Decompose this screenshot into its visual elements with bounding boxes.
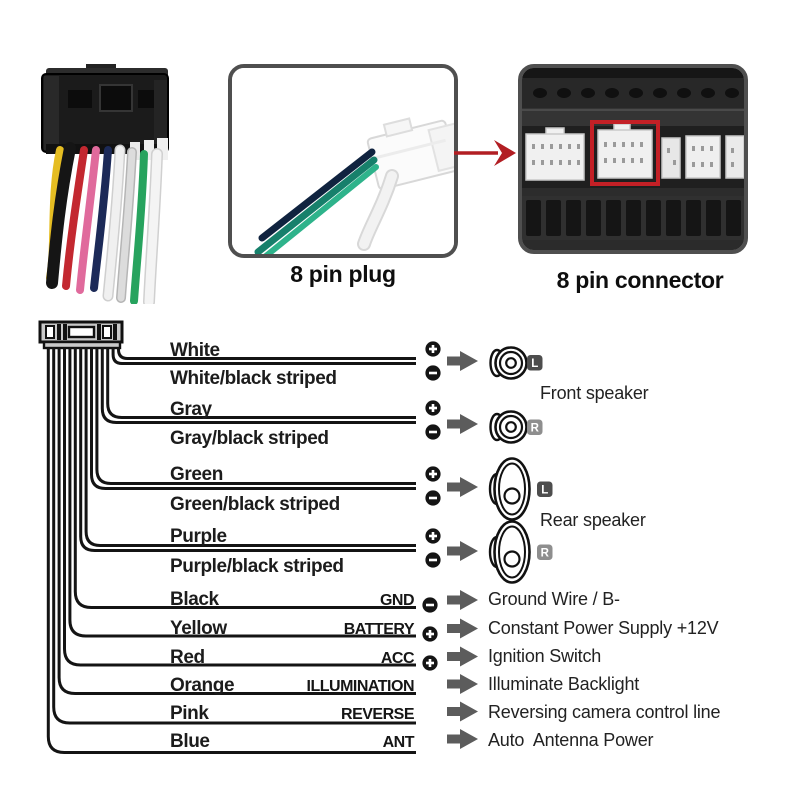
wire-label: Red [170, 647, 205, 668]
plus-icon [421, 625, 439, 643]
plus-icon [424, 340, 442, 358]
front-right-speaker-icon [489, 410, 528, 444]
terminal-label: ILLUMINATION [306, 678, 415, 695]
terminal-label: BATTERY [343, 621, 415, 638]
arrow-icon [447, 414, 478, 434]
channel-badge-label: R [541, 548, 550, 560]
wire-label: Yellow [170, 618, 227, 639]
terminal-label: ANT [382, 734, 415, 751]
wire-label: Purple [170, 526, 227, 547]
terminal-label: GND [379, 592, 415, 609]
rear-right-speaker-icon [488, 520, 531, 584]
wire-function: Ignition Switch [488, 646, 602, 666]
connector-photo-frame [518, 64, 748, 254]
channel-badge-label: L [541, 485, 548, 497]
wire-label: Blue [170, 731, 210, 752]
plus-icon [421, 654, 439, 672]
arrow-icon [447, 701, 478, 722]
wire-function: Constant Power Supply +12V [488, 618, 719, 638]
connector-caption: 8 pin connector [556, 267, 724, 293]
wire-lines [46, 348, 416, 754]
terminal-label: REVERSE [341, 706, 414, 723]
front-left-speaker-icon [489, 346, 528, 380]
arrow-icon [447, 618, 478, 639]
plus-icon [424, 465, 442, 483]
harness-connector-schematic [38, 320, 124, 350]
arrow-icon [447, 541, 478, 561]
minus-icon [424, 364, 442, 382]
front-speaker-label: Front speaker [540, 383, 649, 403]
wire-harness-photo [41, 64, 169, 304]
rear-left-speaker-icon [488, 457, 531, 521]
wire-label: Black [170, 589, 219, 610]
arrow-icon [447, 646, 478, 667]
wire-function: Ground Wire / B- [488, 589, 620, 609]
arrow-icon [447, 477, 478, 497]
channel-badge [537, 544, 553, 560]
plug-photo-frame [228, 64, 458, 258]
minus-icon [424, 489, 442, 507]
arrow-icon [447, 590, 478, 610]
plus-icon [424, 527, 442, 545]
rear-speaker-label: Rear speaker [540, 510, 646, 530]
wire-label: White/black striped [170, 368, 337, 389]
channel-badge-label: R [531, 423, 540, 435]
wire-label: White [170, 340, 220, 361]
wire-label: Purple/black striped [170, 556, 344, 577]
wire-label: Green [170, 464, 223, 485]
plug-caption: 8 pin plug [290, 261, 396, 287]
wire-function: Auto Antenna Power [488, 730, 654, 750]
minus-icon [421, 596, 439, 614]
red-arrow-icon [454, 140, 516, 166]
arrow-icon [447, 674, 478, 694]
channel-badge-label: L [531, 358, 538, 370]
plug-photo [232, 68, 454, 254]
wire-label: Orange [170, 675, 235, 696]
minus-icon [424, 423, 442, 441]
wiring-diagram: L R L R [38, 320, 553, 754]
channel-badge [527, 355, 543, 371]
minus-icon [424, 551, 442, 569]
wire-function: Reversing camera control line [488, 702, 721, 722]
wire-label: Pink [170, 703, 209, 724]
wire-function: Illuminate Backlight [488, 674, 640, 694]
arrow-icon [447, 729, 478, 749]
terminal-label: ACC [380, 650, 415, 667]
wire-label: Gray [170, 399, 212, 420]
highlighted-connector-box [590, 120, 660, 186]
arrow-icon [447, 351, 478, 371]
connector-photo [522, 68, 744, 250]
wire-label: Gray/black striped [170, 428, 329, 449]
channel-badge [537, 481, 553, 497]
wire-label: Green/black striped [170, 494, 340, 515]
plus-icon [424, 399, 442, 417]
channel-badge [527, 419, 543, 435]
